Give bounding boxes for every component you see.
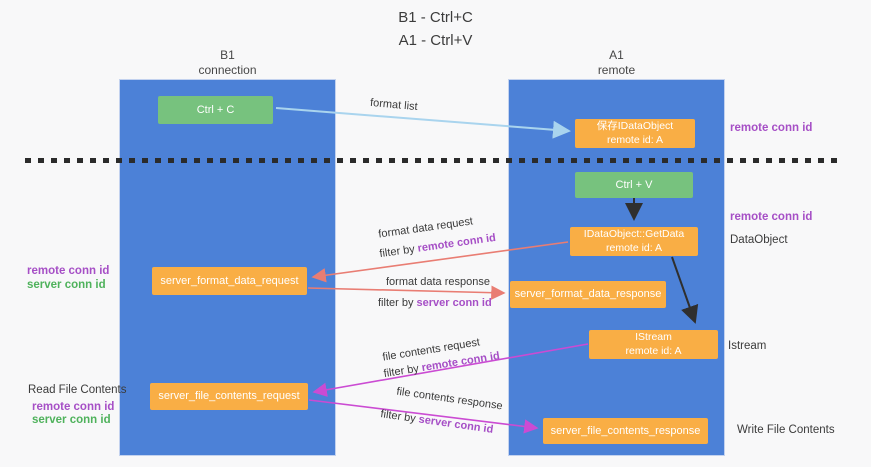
idataobject-getdata-box: IDataObject::GetData remote id: A [570, 227, 698, 256]
arrow-format-data-response [307, 285, 506, 300]
right-write-file-contents-label: Write File Contents [737, 424, 835, 436]
server-file-contents-request-label: server_file_contents_request [158, 390, 300, 403]
title-line-1: B1 - Ctrl+C [398, 9, 473, 26]
server-conn-id-text-1: server conn id [416, 297, 492, 309]
istream-line1: IStream [635, 331, 672, 344]
right-istream-label: Istream [728, 340, 767, 352]
save-idataobject-box: 保存IDataObject remote id: A [575, 119, 695, 148]
label-format-data-response: format data response [386, 276, 490, 288]
right-remote-conn-id-top: remote conn id [730, 122, 813, 134]
arrow-file-contents-request [312, 343, 589, 397]
lane-header-a1: A1 remote [508, 48, 725, 78]
right-remote-conn-id-mid: remote conn id [730, 211, 813, 223]
title-line-2: A1 - Ctrl+V [398, 31, 473, 49]
arrow-format-data-request [311, 241, 569, 283]
arrow-getdata-to-istream [671, 256, 699, 324]
getdata-line1: IDataObject::GetData [583, 228, 685, 241]
lane-a1-name: A1 [609, 48, 624, 62]
getdata-line2: remote id: A [605, 241, 663, 254]
istream-line2: remote id: A [625, 344, 682, 357]
arrow-format-list [275, 107, 571, 139]
diagram-title: B1 - Ctrl+C A1 - Ctrl+V [0, 7, 871, 52]
arrow-file-contents-response [308, 399, 539, 434]
filter-by-text-2: filter by [378, 297, 417, 309]
lane-header-b1: B1 connection [119, 48, 336, 78]
istream-box: IStream remote id: A [589, 330, 718, 359]
lane-a1-role: remote [597, 63, 636, 77]
ctrl-v-label: Ctrl + V [615, 178, 653, 191]
ctrl-c-box: Ctrl + C [158, 96, 273, 124]
server-format-data-response-label: server_format_data_response [514, 288, 662, 301]
server-format-data-request-label: server_format_data_request [160, 274, 299, 287]
left-remote-conn-id-bottom: remote conn id [32, 401, 115, 413]
ctrl-v-box: Ctrl + V [575, 172, 693, 198]
left-read-file-contents-label: Read File Contents [28, 384, 127, 396]
right-dataobject-label: DataObject [730, 234, 788, 246]
ctrl-c-label: Ctrl + C [196, 103, 235, 116]
session-separator-dashed-line [25, 158, 837, 163]
lane-b1-role: connection [198, 63, 257, 77]
server-format-data-request-box: server_format_data_request [152, 267, 307, 295]
save-idataobject-line2: remote id: A [606, 133, 664, 146]
lane-b1-name: B1 [220, 48, 235, 62]
left-remote-conn-id-top: remote conn id [27, 265, 110, 277]
server-file-contents-response-box: server_file_contents_response [543, 418, 708, 444]
left-server-conn-id-top: server conn id [27, 279, 106, 291]
label-filter-by-server-conn-id-1: filter by server conn id [378, 297, 492, 309]
server-file-contents-request-box: server_file_contents_request [150, 383, 308, 410]
server-file-contents-response-label: server_file_contents_response [550, 424, 701, 437]
save-idataobject-line1: 保存IDataObject [596, 120, 674, 133]
server-format-data-response-box: server_format_data_response [510, 281, 666, 308]
left-server-conn-id-bottom: server conn id [32, 414, 111, 426]
